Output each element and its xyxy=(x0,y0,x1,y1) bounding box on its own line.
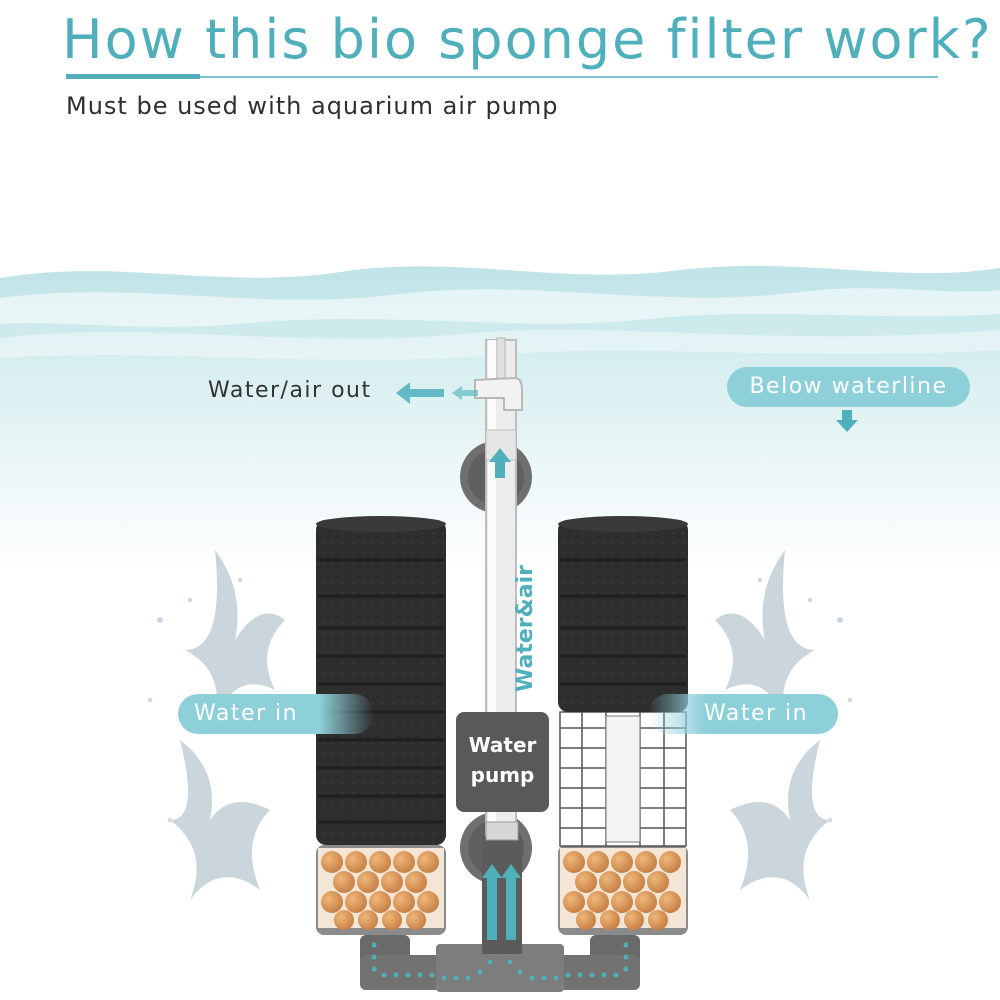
upflow-arrows-bottom xyxy=(482,864,521,940)
water-pump-label-box: Water pump xyxy=(456,712,549,812)
below-waterline-label: Below waterline xyxy=(727,367,970,407)
left-sponge-filter xyxy=(316,516,446,935)
page-subtitle: Must be used with aquarium air pump xyxy=(66,92,559,120)
title-underline-accent xyxy=(66,74,200,79)
water-air-tube-label: Water&air xyxy=(513,564,538,692)
flow-path-dots xyxy=(371,942,629,981)
water-air-out-label: Water/air out xyxy=(208,378,372,403)
water-in-right-label: Water in xyxy=(648,694,838,734)
outflow-arrow-icon xyxy=(396,382,478,404)
water-pump-label-line2: pump xyxy=(470,763,535,787)
right-sponge-filter xyxy=(558,516,688,935)
page-title: How this bio sponge filter work? xyxy=(62,8,993,71)
upflow-arrow xyxy=(489,448,511,478)
water-splash-right xyxy=(715,550,852,900)
water-in-left-label: Water in xyxy=(178,694,374,734)
water-splash-left xyxy=(148,550,285,900)
down-arrow-icon xyxy=(836,410,858,432)
title-underline xyxy=(66,76,938,78)
outlet-elbow xyxy=(474,376,523,411)
water-pump-label-line1: Water xyxy=(468,733,537,757)
